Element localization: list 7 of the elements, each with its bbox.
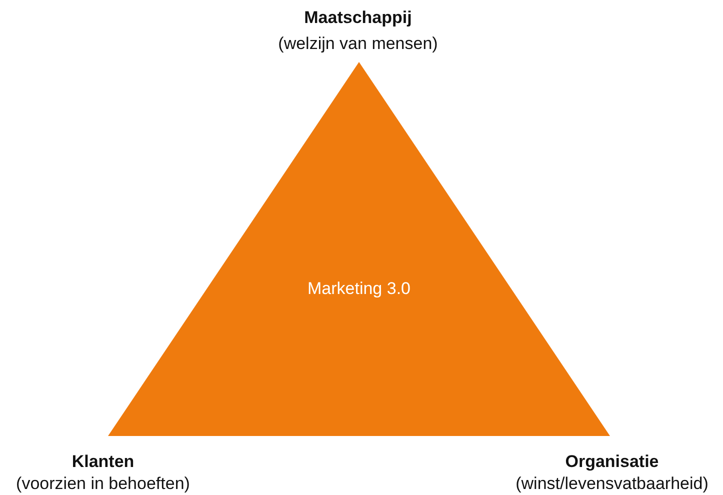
- corner-description: (voorzien in behoeften): [16, 474, 190, 494]
- center-label: Marketing 3.0: [308, 279, 410, 299]
- corner-heading: Organisatie: [565, 452, 659, 472]
- corner-description: (winst/levensvatbaarheid): [516, 474, 708, 494]
- corner-description: (welzijn van mensen): [278, 34, 438, 54]
- corner-heading: Maatschappij: [304, 8, 412, 28]
- corner-heading: Klanten: [72, 452, 134, 472]
